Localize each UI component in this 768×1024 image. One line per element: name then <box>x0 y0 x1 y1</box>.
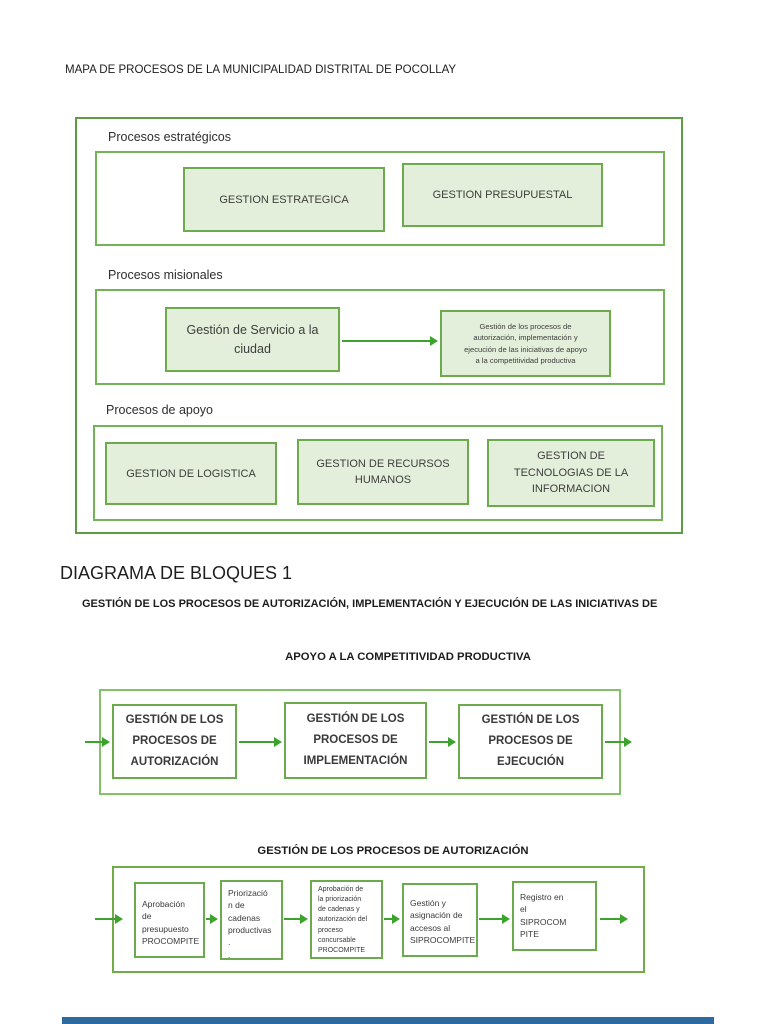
section-label-misionales: Procesos misionales <box>108 268 223 282</box>
process-map-frame <box>75 117 683 534</box>
box-gestion-iniciativas-apoyo: Gestión de los procesos de autorización,… <box>440 310 611 377</box>
box-gestion-recursos-humanos: GESTION DE RECURSOS HUMANOS <box>297 439 469 505</box>
next-page-top-edge <box>62 1017 714 1024</box>
section-label-estrategicos: Procesos estratégicos <box>108 130 231 144</box>
block-procesos-autorizacion: GESTIÓN DE LOS PROCESOS DE AUTORIZACIÓN <box>112 704 237 779</box>
section-label-apoyo: Procesos de apoyo <box>106 403 214 417</box>
box-gestion-presupuestal: GESTION PRESUPUESTAL <box>402 163 603 227</box>
arrow-right-icon <box>95 914 123 924</box>
arrow-right-icon <box>342 336 438 346</box>
authorization-flow-heading: GESTIÓN DE LOS PROCESOS DE AUTORIZACIÓN <box>257 845 529 857</box>
arrow-right-icon <box>605 737 632 747</box>
diagram-heading: DIAGRAMA DE BLOQUES 1 <box>60 563 293 583</box>
block-procesos-implementacion: GESTIÓN DE LOS PROCESOS DE IMPLEMENTACIÓ… <box>284 702 427 779</box>
step-registro-siprocompite: Registro en el SIPROCOM PITE <box>512 881 597 951</box>
arrow-right-icon <box>384 914 400 924</box>
page-title: MAPA DE PROCESOS DE LA MUNICIPALIDAD DIS… <box>65 64 457 76</box>
box-gestion-logistica: GESTION DE LOGISTICA <box>105 442 277 505</box>
arrow-right-icon <box>85 737 110 747</box>
arrow-right-icon <box>479 914 510 924</box>
box-gestion-servicio-ciudad: Gestión de Servicio a la ciudad <box>165 307 340 372</box>
step-priorizacion-cadenas: Priorizació n de cadenas productivas . . <box>220 880 283 960</box>
step-aprobacion-presupuesto: Aprobación de presupuesto PROCOMPITE <box>134 882 205 958</box>
box-gestion-tecnologias: GESTION DE TECNOLOGIAS DE LA INFORMACION <box>487 439 655 507</box>
diagram-subtitle-line2: APOYO A LA COMPETITIVIDAD PRODUCTIVA <box>285 651 531 663</box>
diagram-subtitle-line1: GESTIÓN DE LOS PROCESOS DE AUTORIZACIÓN,… <box>82 598 658 610</box>
arrow-right-icon <box>239 737 282 747</box>
step-gestion-accesos: Gestión y asignación de accesos al SIPRO… <box>402 883 478 957</box>
arrow-right-icon <box>600 914 628 924</box>
block-procesos-ejecucion: GESTIÓN DE LOS PROCESOS DE EJECUCIÓN <box>458 704 603 779</box>
arrow-right-icon <box>284 914 308 924</box>
arrow-right-icon <box>429 737 456 747</box>
arrow-right-icon <box>206 914 218 924</box>
box-gestion-estrategica: GESTION ESTRATEGICA <box>183 167 385 232</box>
step-aprobacion-priorizacion: Aprobación de la priorización de cadenas… <box>310 880 383 959</box>
